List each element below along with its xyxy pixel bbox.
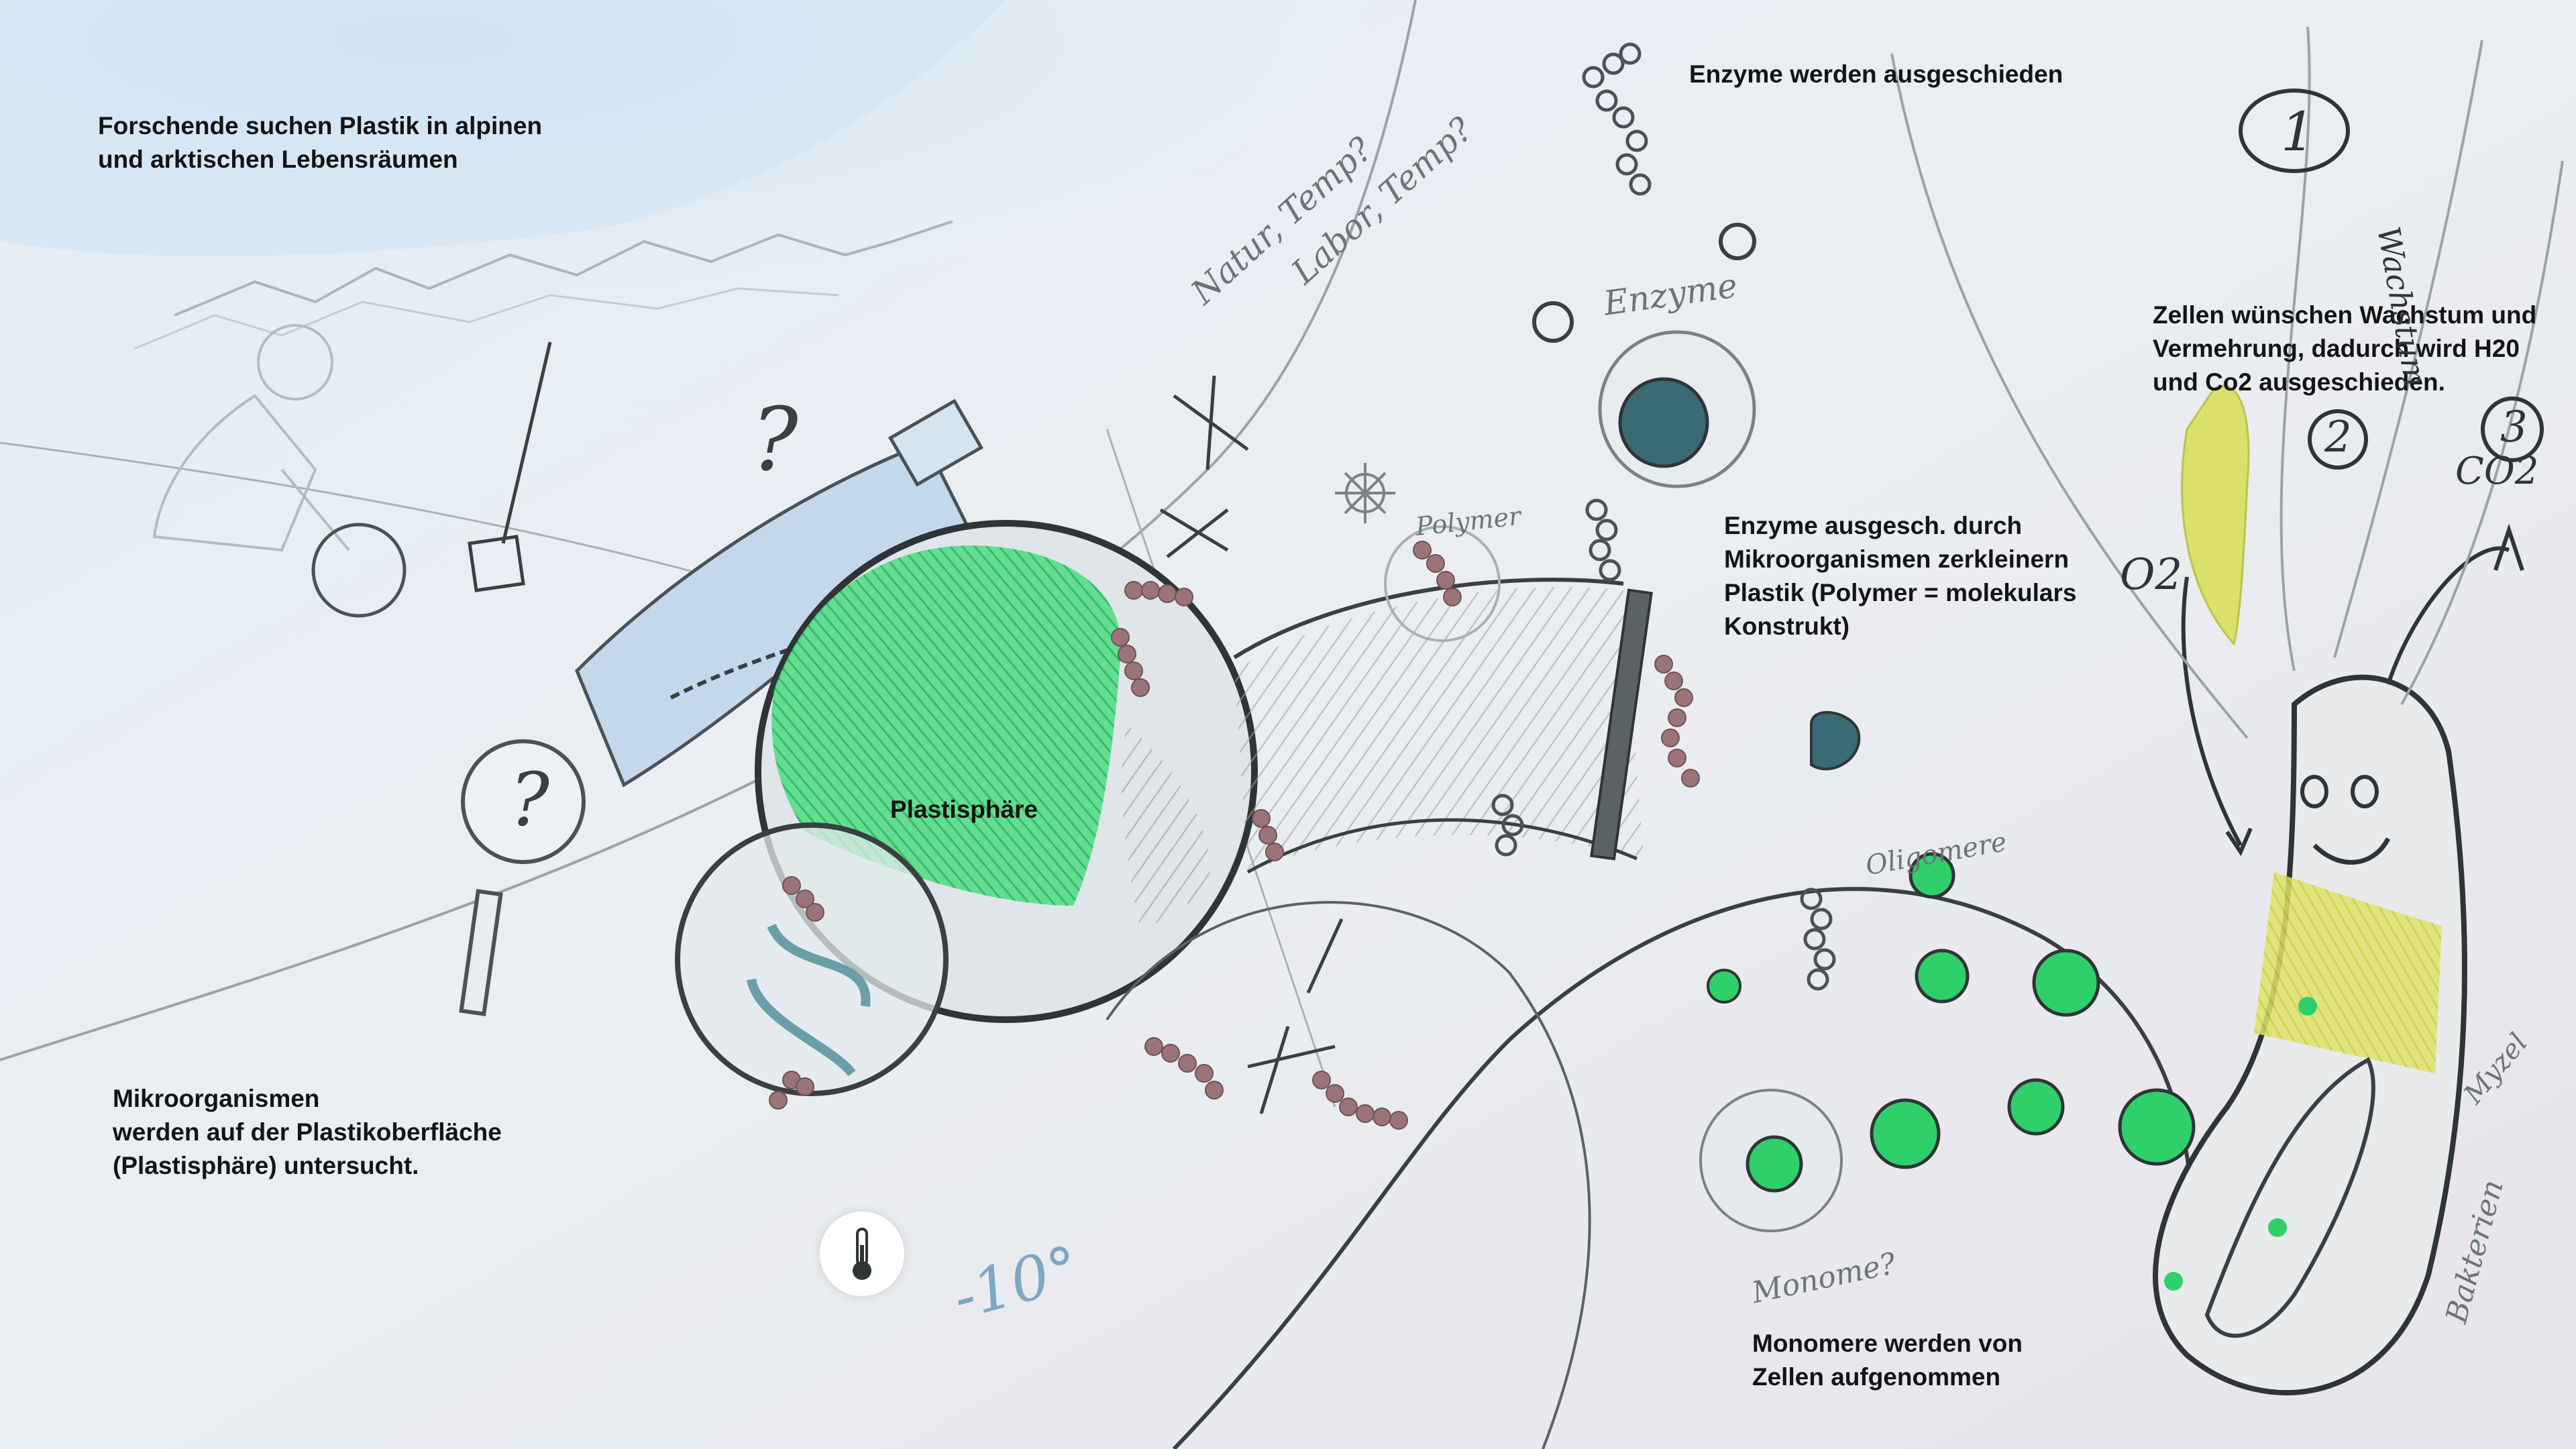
small-lens [311,523,407,618]
question-mark: ? [751,388,799,490]
thermometer-glyph [853,1228,871,1280]
bacterium-cell [2153,674,2467,1396]
virus-icon [1335,463,1395,523]
label-line: Plastik (Polymer = molekulars [1724,579,2077,606]
note-o2: O2 [2120,550,2183,600]
enzyme-small [1810,710,1861,771]
label-line: Zellen wünschen Wachstum und [2153,301,2537,329]
label-line: Forschende suchen Plastik in alpinen [98,112,543,140]
microscope-lens [675,822,949,1096]
label-line: und arktischen Lebensräumen [98,146,458,173]
label-line: Mikroorganismen zerkleinern [1724,545,2070,573]
mountain-range [174,220,953,317]
label-line: (Plastisphäre) untersucht. [113,1152,419,1179]
band-outline-bottom [1246,818,1638,874]
polymer-chains [769,541,1700,1130]
mountain-range-back [133,287,839,350]
researcher-figure [152,324,350,552]
magnifier-icon: ? [459,739,586,1016]
label-line: Plastisphäre [890,796,1038,823]
label-line: Monomere werden von [1752,1330,2023,1357]
label-line: werden auf der Plastikoberfläche [113,1118,502,1146]
lower-loop [1106,901,1591,1449]
scribble-marks [1159,375,1344,1114]
label-researchers: Forschende suchen Plastik in alpinen und… [98,109,542,176]
monomer-cells [1699,852,2303,1232]
label-monomers-absorbed: Monomere werden von Zellen aufgenommen [1752,1327,2023,1394]
label-line: Zellen aufgenommen [1752,1363,2001,1391]
label-enzymes-secreted: Enzyme werden ausgeschieden [1689,58,2063,91]
oligomer-chains [1491,498,1836,991]
cell-flagella [1890,26,2564,739]
note-step3: 3 [2500,402,2528,452]
sky-wash [0,0,1006,256]
label-plastisphere: Plastisphäre [890,793,1038,826]
label-line: Vermehrung, dadurch wird H20 [2153,335,2520,362]
thermometer-icon [820,1212,904,1296]
lower-arc [0,441,739,585]
cell-membrane [1590,588,1653,861]
output-arrows [2181,523,2524,857]
label-cells-growth: Zellen wünschen Wachstum und Vermehrung,… [2153,299,2536,399]
label-line: Enzyme ausgesch. durch [1724,512,2023,539]
sign-icon [468,341,552,592]
svg-text:?: ? [510,757,550,843]
microbe-circle [1384,525,1501,642]
label-line: Konstrukt) [1724,612,1850,640]
transport-band [1234,587,1644,872]
enzyme-circle [1532,223,1756,488]
label-enzymes-shred: Enzyme ausgesch. durch Mikroorganismen z… [1724,509,2076,643]
band-outline-top [1233,578,1624,659]
label-line: Mikroorganismen [113,1085,320,1112]
note-co2: CO2 [2455,449,2539,493]
note-step1: 1 [2281,101,2315,163]
label-line: und Co2 ausgeschieden. [2153,368,2445,396]
enzyme-beads-top [1582,42,1652,196]
step-circles [2239,89,2544,470]
yellow-drop [2181,384,2250,647]
note-step2: 2 [2324,413,2352,462]
label-microorganisms: Mikroorganismen werden auf der Plastikob… [113,1082,502,1183]
label-line: Enzyme werden ausgeschieden [1689,60,2063,88]
